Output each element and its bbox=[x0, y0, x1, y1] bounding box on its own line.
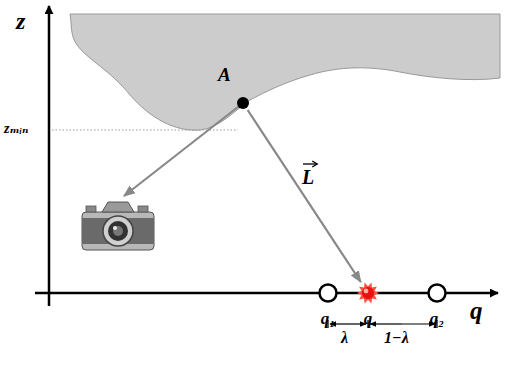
burst-highlight bbox=[364, 289, 369, 294]
camera-icon bbox=[82, 202, 154, 250]
distance-label: 1−λ bbox=[384, 329, 409, 347]
distance-label: λ bbox=[341, 329, 348, 347]
source-point: q bbox=[357, 282, 379, 304]
hollow-circle bbox=[429, 285, 446, 302]
point-label: q bbox=[364, 310, 373, 329]
axis-label: z bbox=[16, 8, 25, 34]
node-shape bbox=[236, 96, 250, 110]
camera-ray bbox=[124, 103, 243, 196]
view-ray bbox=[248, 110, 361, 282]
surface-region bbox=[70, 14, 500, 130]
point-label: q₁ bbox=[321, 310, 335, 329]
burst-shape bbox=[357, 283, 379, 304]
vector-label: L bbox=[302, 166, 314, 188]
sample-point: q₁ bbox=[318, 283, 338, 303]
hollow-circle bbox=[320, 285, 337, 302]
axis-label: q bbox=[470, 297, 483, 325]
burst-core bbox=[362, 287, 374, 299]
node-shape bbox=[318, 283, 338, 303]
vector-arrow bbox=[303, 163, 317, 164]
point-label: q₂ bbox=[430, 310, 444, 329]
point-marker: A bbox=[236, 96, 250, 110]
point-dot bbox=[237, 97, 249, 109]
node-shape bbox=[427, 283, 447, 303]
lambda-bracket bbox=[328, 320, 437, 328]
z-axis bbox=[48, 6, 51, 306]
node-shape bbox=[357, 282, 379, 304]
sample-point: q₂ bbox=[427, 283, 447, 303]
axis-tick-label: zₘᵢₙ bbox=[4, 121, 28, 136]
point-label: A bbox=[218, 65, 231, 86]
